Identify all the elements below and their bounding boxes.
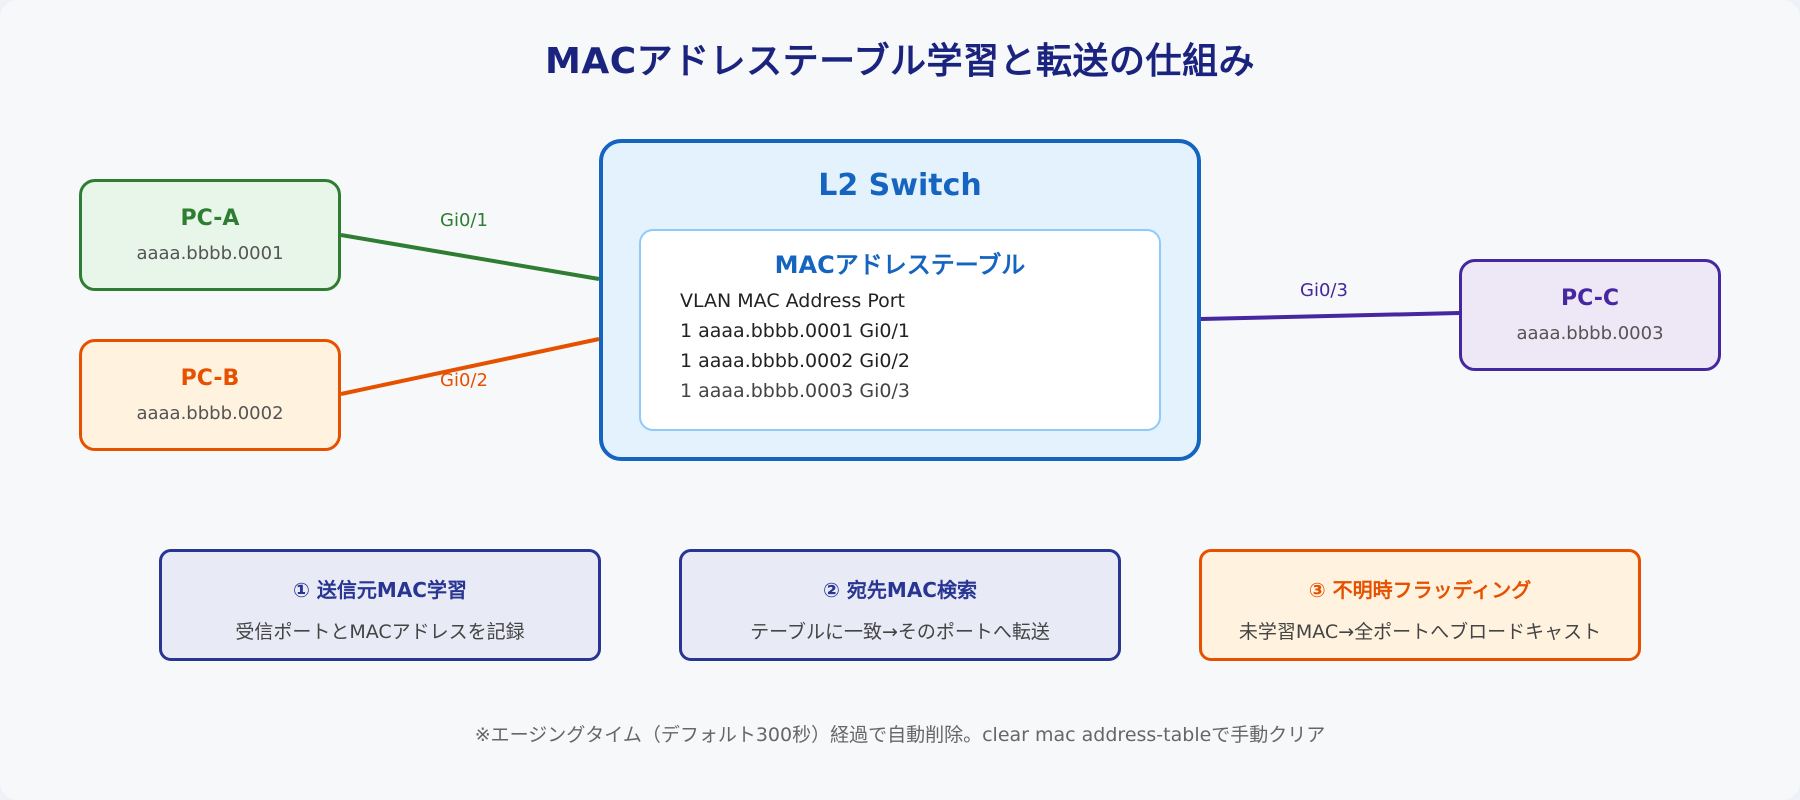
mac-address-table — [639, 229, 1161, 431]
mac-table-title: MACアドレステーブル — [774, 251, 1026, 279]
host-pc-b: PC-B aaaa.bbbb.0002 — [79, 339, 341, 451]
step-destination-mac-lookup: ② 宛先MAC検索 テーブルに一致→そのポートへ転送 — [679, 549, 1121, 661]
step-title: ② 宛先MAC検索 — [823, 578, 977, 602]
port-label-gi0-1: Gi0/1 — [440, 210, 488, 231]
mac-table-header: VLAN MAC Address Port — [680, 290, 906, 312]
step-source-mac-learning: ① 送信元MAC学習 受信ポートとMACアドレスを記録 — [159, 549, 601, 661]
mac-table-row: 1 aaaa.bbbb.0001 Gi0/1 — [680, 320, 910, 342]
step-title: ① 送信元MAC学習 — [293, 578, 467, 602]
host-mac: aaaa.bbbb.0003 — [1516, 323, 1664, 344]
host-name: PC-A — [180, 206, 240, 231]
link-pc-c — [1200, 311, 1460, 321]
host-pc-a: PC-A aaaa.bbbb.0001 — [79, 179, 341, 291]
step-unknown-flooding: ③ 不明時フラッディング 未学習MAC→全ポートへブロードキャスト — [1199, 549, 1641, 661]
port-label-gi0-2: Gi0/2 — [440, 370, 488, 391]
step-desc: 未学習MAC→全ポートへブロードキャスト — [1238, 621, 1602, 643]
step-title: ③ 不明時フラッディング — [1308, 578, 1532, 602]
step-desc: テーブルに一致→そのポートへ転送 — [750, 621, 1050, 643]
aging-note: ※エージングタイム（デフォルト300秒）経過で自動削除。clear mac ad… — [474, 724, 1326, 746]
host-pc-c: PC-C aaaa.bbbb.0003 — [1459, 259, 1721, 371]
host-mac: aaaa.bbbb.0002 — [136, 403, 284, 424]
switch-title: L2 Switch — [818, 168, 982, 203]
step-desc: 受信ポートとMACアドレスを記録 — [235, 621, 525, 643]
mac-table-row: 1 aaaa.bbbb.0003 Gi0/3 — [680, 380, 910, 402]
page-title: MACアドレステーブル学習と転送の仕組み — [545, 41, 1255, 82]
host-mac: aaaa.bbbb.0001 — [136, 243, 284, 264]
mac-table-row: 1 aaaa.bbbb.0002 Gi0/2 — [680, 350, 910, 372]
link-pc-b — [340, 337, 600, 396]
port-label-gi0-3: Gi0/3 — [1300, 280, 1348, 301]
host-name: PC-C — [1560, 286, 1620, 311]
host-name: PC-B — [180, 366, 240, 391]
link-pc-a — [340, 233, 600, 281]
